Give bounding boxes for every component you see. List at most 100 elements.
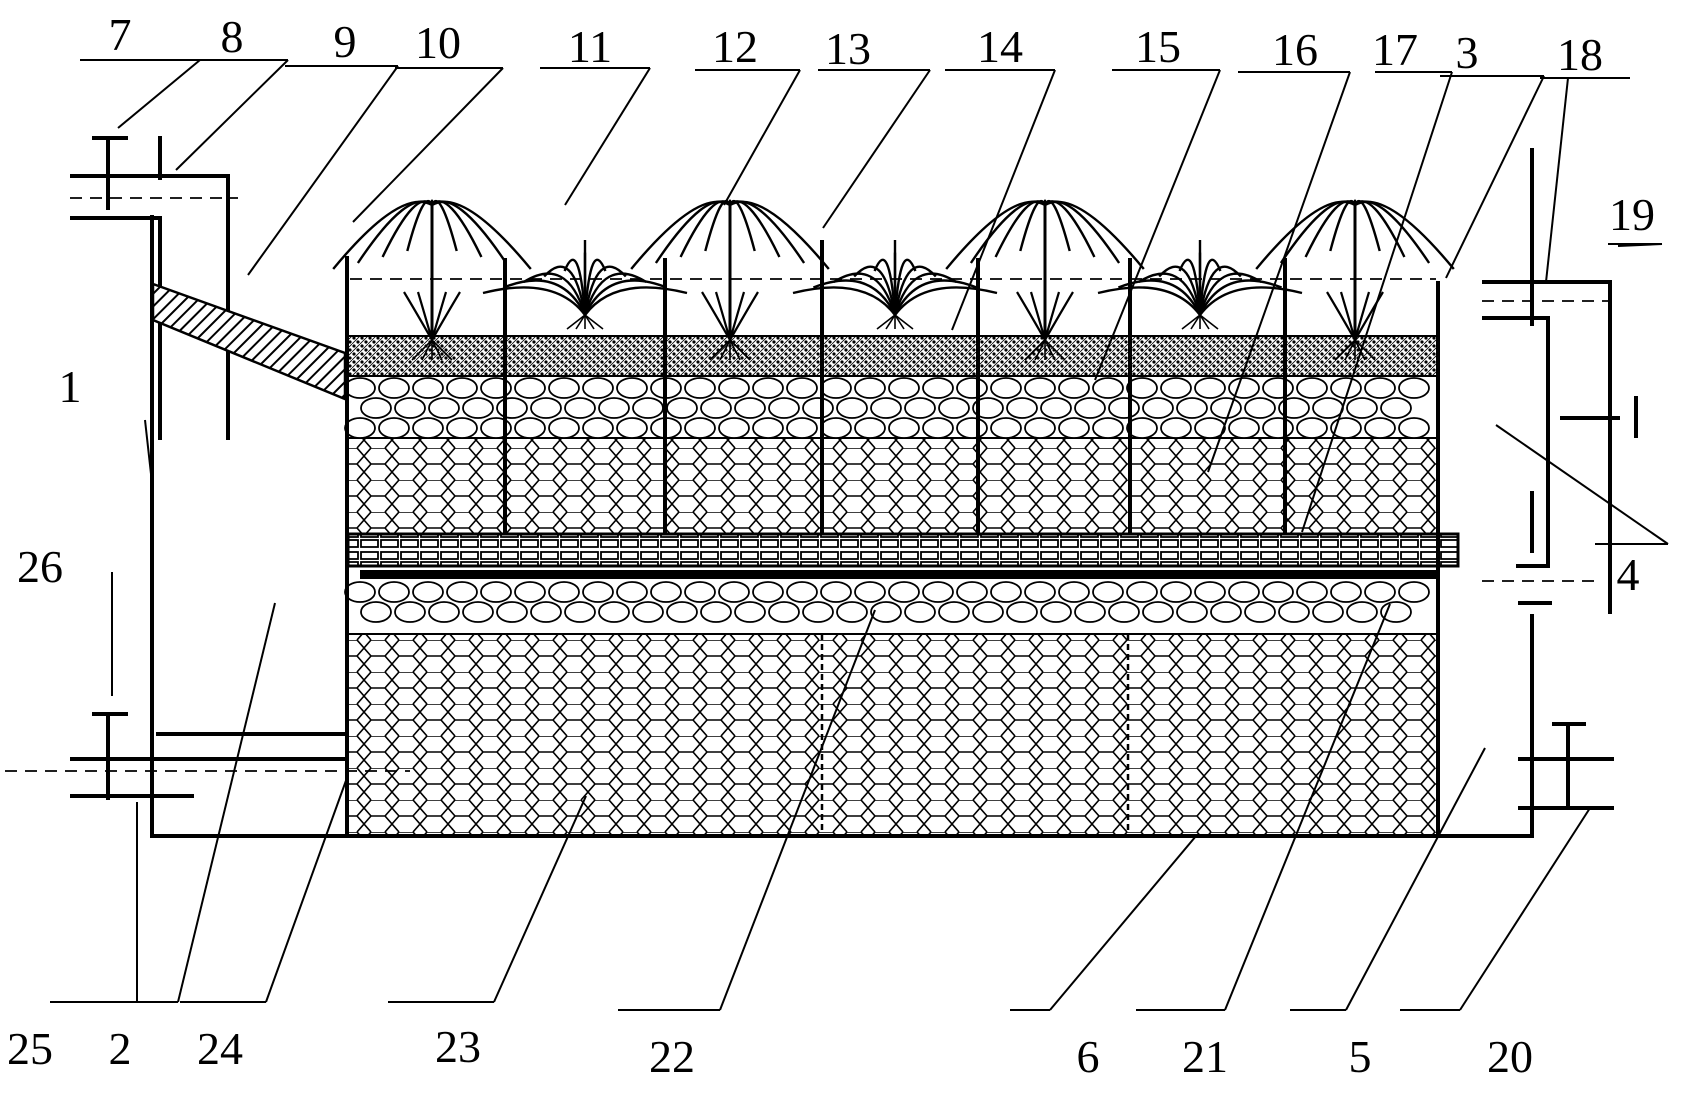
gravel-stone: [734, 601, 766, 623]
leader-line: [719, 609, 876, 1011]
gravel-stone: [394, 601, 426, 623]
gravel-stone: [718, 581, 750, 603]
gravel-stone: [836, 397, 868, 419]
gravel-stone: [650, 581, 682, 603]
gravel-stone: [1126, 377, 1158, 399]
gravel-stone: [582, 581, 614, 603]
gravel-stone: [598, 397, 630, 419]
leader-line: [1545, 77, 1569, 283]
gravel-stone: [598, 601, 630, 623]
leader-line: [1445, 75, 1545, 279]
gravel-stone: [1074, 397, 1106, 419]
leader-line: [1301, 71, 1453, 533]
gravel-stone: [752, 581, 784, 603]
gravel-stone: [1176, 601, 1208, 623]
gravel-stone: [752, 377, 784, 399]
leader-line: [1207, 71, 1351, 473]
gravel-stone: [530, 397, 562, 419]
gravel-stone: [1040, 397, 1072, 419]
gravel-stone: [1398, 417, 1430, 439]
gravel-stone: [1312, 601, 1344, 623]
gravel-stone: [378, 377, 410, 399]
upper-substrate-layer: [347, 437, 1439, 535]
outlet-pipe: [1482, 280, 1612, 614]
gravel-stone: [1312, 397, 1344, 419]
gravel-stone: [1244, 397, 1276, 419]
gravel-stone: [446, 417, 478, 439]
gravel-stone: [412, 581, 444, 603]
leader-line: [1495, 424, 1669, 545]
gravel-stone: [616, 581, 648, 603]
leader-lines: [50, 59, 1669, 1011]
gravel-stone: [378, 417, 410, 439]
gravel-stone: [820, 417, 852, 439]
gravel-stone: [684, 417, 716, 439]
wetland-plants: [332, 199, 1455, 361]
part-label-7: 7: [109, 9, 132, 60]
part-label-12: 12: [712, 21, 758, 72]
gravel-stone: [1194, 377, 1226, 399]
reed-plant: [945, 199, 1145, 361]
grass-plant: [792, 240, 998, 330]
gravel-stone: [1194, 417, 1226, 439]
gravel-stone: [820, 581, 852, 603]
gravel-stone: [446, 377, 478, 399]
part-label-6: 6: [1077, 1031, 1100, 1082]
gravel-stone: [1092, 417, 1124, 439]
leader-line: [247, 65, 399, 276]
gravel-stone: [1380, 397, 1412, 419]
gravel-stone: [412, 417, 444, 439]
gravel-stone: [1210, 397, 1242, 419]
part-label-9: 9: [334, 16, 357, 67]
gravel-stone: [938, 397, 970, 419]
gravel-stone: [684, 377, 716, 399]
gravel-stone: [734, 397, 766, 419]
gravel-stone: [360, 397, 392, 419]
gravel-stone: [666, 397, 698, 419]
part-label-15: 15: [1135, 21, 1181, 72]
gravel-stone: [1296, 581, 1328, 603]
gravel-stone: [1058, 581, 1090, 603]
part-label-24: 24: [197, 1023, 243, 1074]
upper-gravel-layer: [344, 377, 1430, 439]
gravel-stone: [1330, 581, 1362, 603]
gravel-stone: [718, 417, 750, 439]
leader-line: [564, 67, 651, 206]
gravel-stone: [1024, 581, 1056, 603]
gravel-stone: [1092, 581, 1124, 603]
leader-line: [951, 69, 1056, 331]
soil-layer: [347, 335, 1439, 377]
gravel-stone: [428, 601, 460, 623]
gravel-stone: [802, 397, 834, 419]
gravel-stone: [1142, 601, 1174, 623]
part-label-23: 23: [435, 1021, 481, 1072]
gravel-stone: [1228, 581, 1260, 603]
part-label-19: 19: [1609, 189, 1655, 240]
gravel-stone: [1346, 397, 1378, 419]
leader-line: [493, 795, 587, 1003]
gravel-stone: [564, 601, 596, 623]
part-label-2: 2: [109, 1023, 132, 1074]
gravel-stone: [922, 377, 954, 399]
leader-line: [265, 774, 349, 1003]
gravel-stone: [378, 581, 410, 603]
lower-gravel-layer: [344, 581, 1430, 623]
gravel-stone: [1160, 377, 1192, 399]
gravel-stone: [786, 417, 818, 439]
gravel-stone: [1108, 397, 1140, 419]
gravel-stone: [904, 397, 936, 419]
gravel-stone: [718, 377, 750, 399]
gravel-stone: [616, 377, 648, 399]
reed-plant: [1255, 199, 1455, 361]
part-label-16: 16: [1272, 24, 1318, 75]
gravel-stone: [802, 601, 834, 623]
gravel-stone: [496, 397, 528, 419]
part-label-17: 17: [1372, 24, 1418, 75]
leader-line: [822, 69, 931, 229]
gravel-stone: [1006, 397, 1038, 419]
gravel-stone: [548, 581, 580, 603]
gravel-stone: [870, 601, 902, 623]
gravel-stone: [990, 581, 1022, 603]
gravel-stone: [1074, 601, 1106, 623]
gravel-stone: [870, 397, 902, 419]
